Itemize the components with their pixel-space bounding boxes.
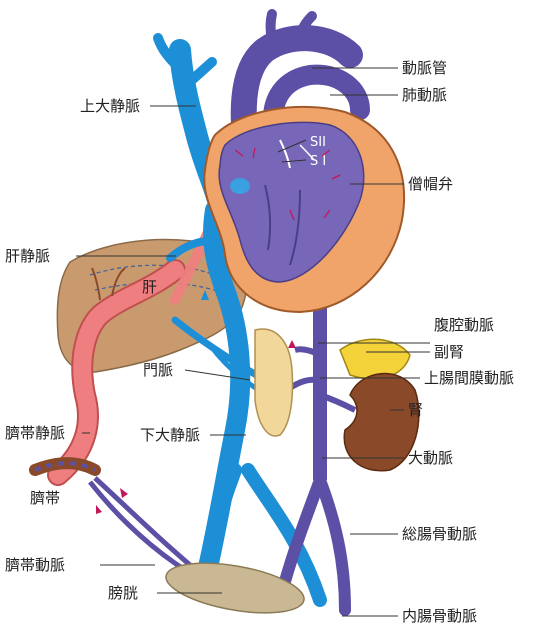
label-svc: 上大静脈 [80, 97, 140, 115]
label-pulmonary-artery: 肺動脈 [402, 86, 447, 104]
label-internal-iliac: 内腸骨動脈 [402, 607, 477, 625]
adrenal-shape [340, 339, 410, 379]
label-s1: S I [310, 154, 326, 169]
label-liver: 肝 [142, 278, 157, 296]
label-umbilical-cord: 臍帯 [30, 489, 60, 507]
label-bladder: 膀胱 [108, 584, 138, 602]
label-aorta: 大動脈 [408, 449, 453, 467]
label-ductus-arteriosus: 動脈管 [402, 59, 447, 77]
label-sma: 上腸間膜動脈 [424, 369, 514, 387]
flow-arrow-celiac [288, 340, 296, 348]
flow-arrow-cord [120, 488, 128, 498]
label-celiac-artery: 腹腔動脈 [434, 316, 494, 334]
label-ivc: 下大静脈 [140, 426, 200, 444]
label-umbilical-artery: 臍帯動脈 [5, 556, 65, 574]
label-adrenal: 副腎 [434, 343, 464, 361]
label-umbilical-vein: 臍帯静脈 [5, 424, 65, 442]
flow-arrow-cord-2 [96, 505, 102, 514]
pancreas-shape [255, 329, 293, 436]
foramen-ovale [230, 178, 250, 194]
label-common-iliac: 総腸骨動脈 [402, 525, 477, 543]
label-kidney: 腎 [408, 401, 423, 419]
label-s2: SII [310, 135, 326, 150]
label-hepatic-vein: 肝静脈 [5, 247, 50, 265]
label-portal-vein: 門脈 [143, 361, 173, 379]
label-mitral-valve: 僧帽弁 [408, 175, 453, 193]
